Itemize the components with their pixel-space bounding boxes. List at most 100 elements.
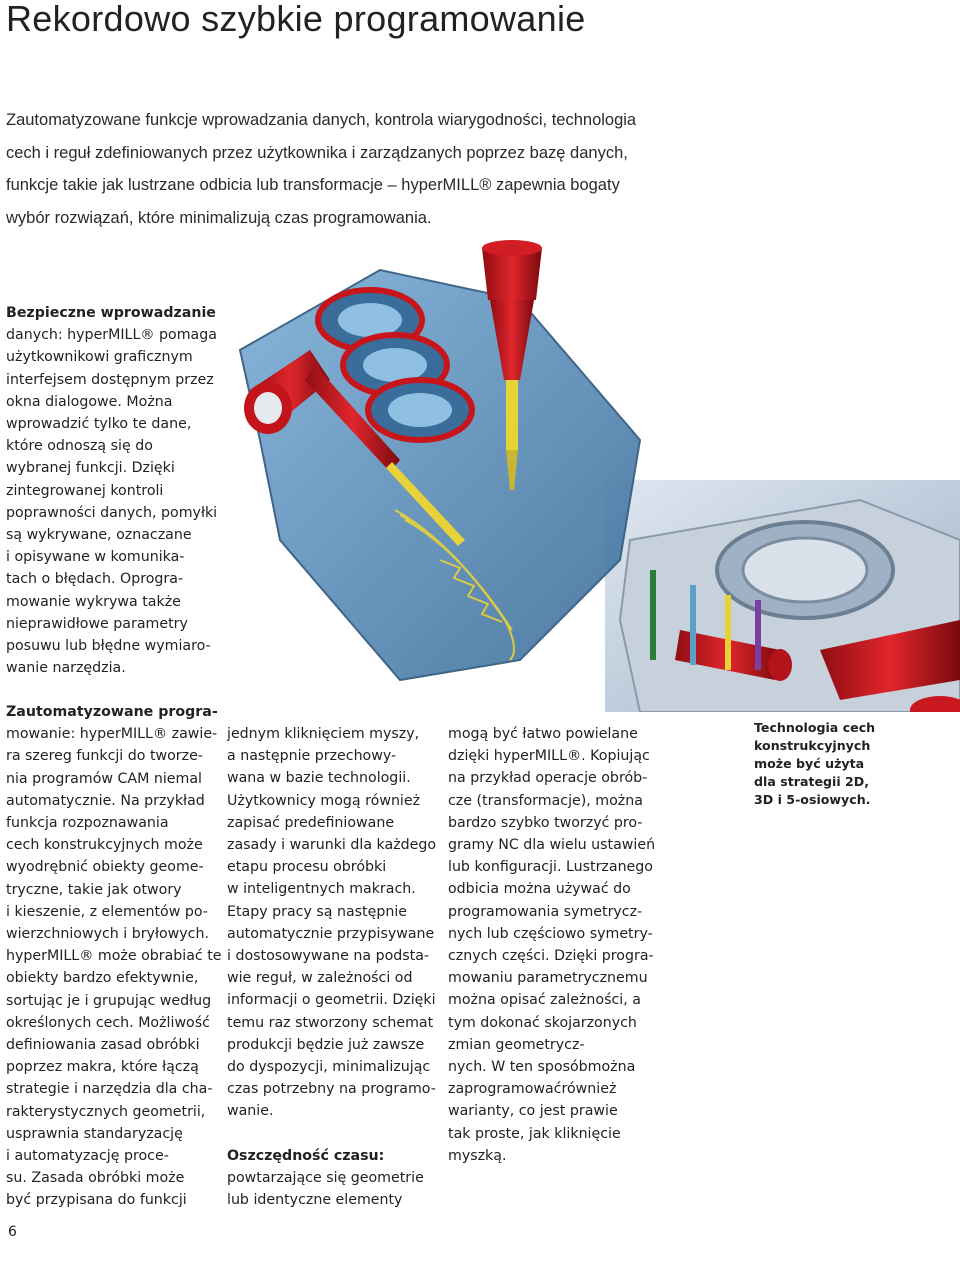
text-line: mowaniu parametrycznemu [448,970,648,987]
text-line: na przykład operacje obrób- [448,770,648,787]
text-line: nych lub częściowo symetry- [448,925,653,942]
intro-line: Zautomatyzowane funkcje wprowadzania dan… [6,111,637,129]
text-line: Etapy pracy są następnie [227,903,408,920]
text-line: lub identyczne elementy [227,1192,403,1209]
text-line: obiekty bardzo efektywnie, [6,970,199,987]
text-line: wanie narzędzia. [6,660,126,677]
text-line: mogą być łatwo powielane [448,726,638,742]
text-line: poprzez makra, które łączą [6,1059,199,1076]
text-line: mowanie: hyperMILL® zawie- [6,726,218,743]
text-line: funkcja rozpoznawania [6,815,169,832]
text-line: Użytkownicy mogą również [227,792,421,809]
text-line: automatycznie. Na przykład [6,792,205,809]
text-line: informacji o geometrii. Dzięki [227,992,436,1009]
text-line: mowanie wykrywa także [6,593,181,610]
text-line: wierzchniowych i bryłowych. [6,926,209,943]
text-line: rakterystycznych geometrii, [6,1103,206,1120]
text-line: zmian geometrycz- [448,1036,585,1053]
text-line: są wykrywane, oznaczane [6,527,192,544]
text-line: su. Zasada obróbki może [6,1170,185,1187]
text-line: produkcji będzie już zawsze [227,1036,425,1053]
text-line: warianty, co jest prawie [448,1103,618,1120]
toolpath [394,509,515,661]
text-line: programowania symetrycz- [448,903,643,920]
cylinder-bores [315,287,475,443]
text-line: Oszczędność czasu: [227,1147,385,1164]
right-red-tool [820,620,960,700]
text-line: określonych cech. Możliwość [6,1014,210,1031]
text-line: a następnie przechowy- [227,748,397,765]
text-line: czas potrzebny na programo- [227,1081,436,1098]
intro-line: wybór rozwiązań, które minimalizują czas… [6,208,432,227]
caption-line: może być użyta [754,756,865,771]
text-line: posuwu lub błędne wymiaro- [6,638,211,655]
text-line: tak proste, jak kliknięcie [448,1125,621,1142]
text-line: wanie. [227,1103,274,1120]
text-line: temu raz stworzony schemat [227,1014,434,1031]
text-line: tach o błędach. Oprogra- [6,571,184,588]
text-line: Zautomatyzowane progra- [6,704,218,720]
text-line: cze (transformacje), można [448,792,643,809]
text-line: ra szereg funkcji do tworze- [6,748,203,765]
body-column-1: Zautomatyzowane progra- mowanie: hyperMI… [6,701,222,1212]
text-line: zasady i warunki dla każdego [227,837,437,854]
intro-paragraph: Zautomatyzowane funkcje wprowadzania dan… [6,104,706,234]
text-line: nia programów CAM niemal [6,770,202,787]
text-line: tym dokonać skojarzonych [448,1014,637,1031]
text-line: bardzo szybko tworzyć pro- [448,814,643,831]
text-line: zaprogramowaćrównież [448,1081,617,1098]
text-line: cech konstrukcyjnych może [6,837,203,854]
text-line: nych. W ten sposóbmożna [448,1059,636,1076]
cad-machining-illustration [238,240,960,712]
text-line: dzięki hyperMILL®. Kopiując [448,748,650,765]
text-line: lub konfiguracji. Lustrzanego [448,859,653,876]
text-line: tryczne, takie jak otwory [6,881,182,898]
intro-line: cech i reguł zdefiniowanych przez użytko… [6,143,628,162]
text-line: strategie i narzędzia dla cha- [6,1081,213,1098]
caption-line: 3D i 5-osiowych. [754,792,871,807]
text-line: etapu procesu obróbki [227,859,387,876]
intro-line: funkcje takie jak lustrzane odbicia lub … [6,176,620,195]
text-line: wprowadzić tylko te dane, [6,416,192,433]
text-line: zapisać predefiniowane [227,814,395,831]
text-line: gramy NC dla wielu ustawień [448,837,656,854]
text-line: okna dialogowe. Można [6,393,173,410]
text-line: automatycznie przypisywane [227,925,435,942]
caption-line: konstrukcyjnych [754,738,871,753]
text-line: można opisać zależności, a [448,992,641,1009]
text-line: wybranej funkcji. Dzięki [6,460,175,477]
text-line: hyperMILL® może obrabiać te [6,948,222,965]
caption-line: Technologia cech [754,720,876,735]
vertical-red-tool [482,240,542,490]
text-line: być przypisana do funkcji [6,1192,187,1209]
text-line: zintegrowanej kontroli [6,482,164,499]
page-number: 6 [8,1224,17,1240]
engine-block [238,268,642,682]
text-line: odbicia można używać do [448,881,631,898]
text-line: sortując je i grupując według [6,992,212,1009]
text-line: które odnoszą się do [6,438,153,455]
text-line: usprawnia standaryzację [6,1125,183,1142]
text-line: interfejsem dostępnym przez [6,371,214,388]
side-column-safe-input: Bezpieczne wprowadzanie danych: hyperMIL… [6,302,226,679]
text-line: i kieszenie, z elementów po- [6,903,208,920]
page-title: Rekordowo szybkie programowanie [6,0,586,39]
body-column-2: jednym kliknięciem myszy, a następnie pr… [227,723,437,1211]
text-line [227,1123,437,1145]
text-line: w inteligentnych makrach. [227,881,416,898]
text-line: i dostosowywane na podsta- [227,948,430,965]
text-line: Bezpieczne wprowadzanie [6,305,216,321]
text-line: cznych części. Dzięki progra- [448,948,654,965]
text-line: wie reguł, w zależności od [227,970,413,987]
text-line: i automatyzację proce- [6,1148,169,1165]
angled-red-tool [244,350,465,546]
text-line: wyodrębnić obiekty geome- [6,859,204,876]
text-line: i opisywane w komunika- [6,549,185,566]
caption-line: dla strategii 2D, [754,774,870,789]
body-column-3: mogą być łatwo powielane dzięki hyperMIL… [448,723,658,1167]
text-line: myszką. [448,1147,507,1164]
text-line: użytkownikowi graficznym [6,349,193,366]
text-line: nieprawidłowe parametry [6,615,188,632]
text-line: poprawności danych, pomyłki [6,504,218,521]
text-line: jednym kliknięciem myszy, [227,726,420,742]
